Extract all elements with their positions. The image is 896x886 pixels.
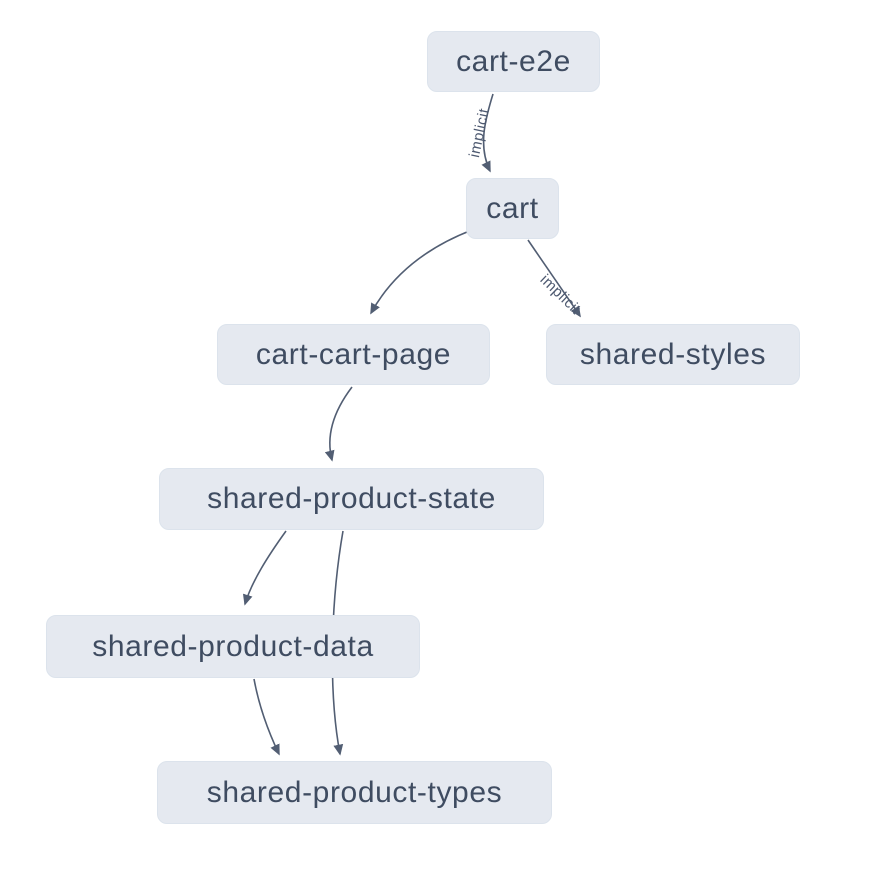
edge-shared-product-state-to-shared-product-data (242, 530, 287, 606)
node-cart-cart-page[interactable]: cart-cart-page (217, 324, 490, 385)
node-shared-product-data[interactable]: shared-product-data (46, 615, 420, 678)
node-shared-styles[interactable]: shared-styles (546, 324, 800, 385)
node-label: shared-product-state (207, 482, 496, 515)
edge-label-implicit-cart-e2e: implicit (466, 106, 493, 159)
node-cart[interactable]: cart (466, 178, 559, 239)
node-label: shared-product-data (92, 629, 374, 663)
edge-cart-to-cart-cart-page (370, 229, 473, 315)
node-shared-product-types[interactable]: shared-product-types (157, 761, 552, 824)
node-shared-product-state[interactable]: shared-product-state (159, 468, 544, 530)
node-label: cart-cart-page (255, 337, 452, 371)
edge-label-implicit-shared-styles: implicit (537, 271, 585, 318)
node-cart-e2e[interactable]: cart-e2e (427, 31, 600, 92)
edge-cart-to-shared-styles (527, 239, 581, 318)
node-label: cart (486, 191, 539, 225)
edge-cart-cart-page-to-shared-product-state (324, 386, 353, 462)
node-label: shared-styles (579, 337, 767, 371)
edge-cart-e2e-to-cart (481, 93, 494, 173)
edge-shared-product-data-to-shared-product-types (253, 678, 280, 756)
node-label: shared-product-types (206, 775, 503, 809)
node-label: cart-e2e (456, 44, 571, 78)
